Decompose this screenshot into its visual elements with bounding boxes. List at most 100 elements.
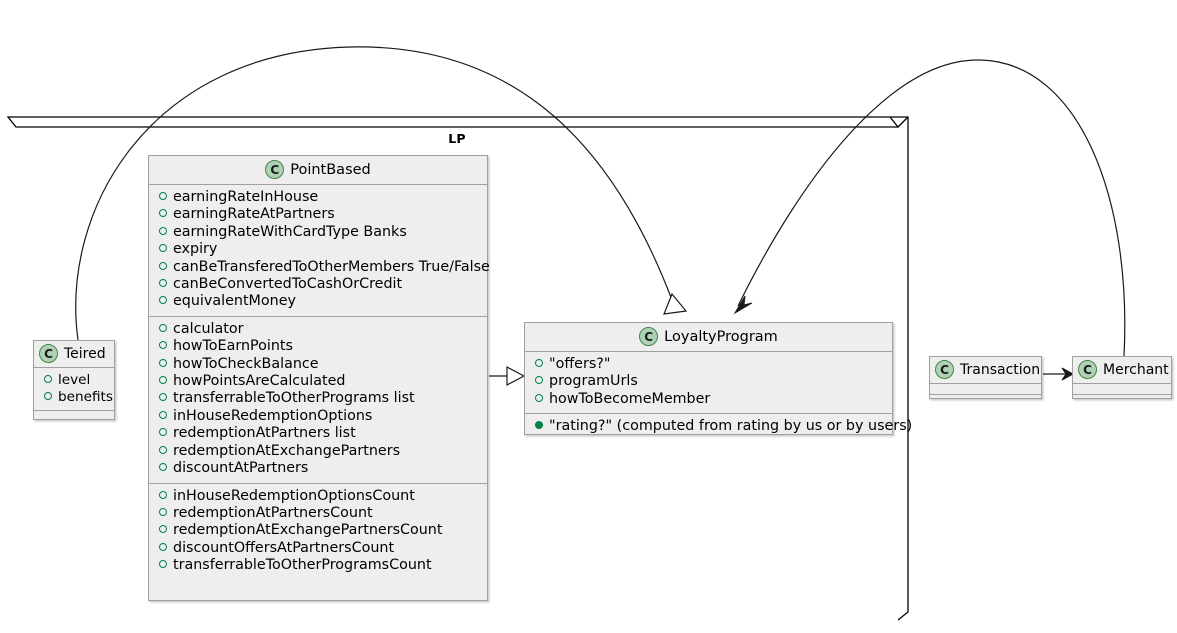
visibility-protected-icon: [159, 463, 167, 472]
member-label: expiry: [173, 241, 218, 258]
class-member: calculator: [155, 321, 481, 338]
member-label: redemptionAtExchangePartnersCount: [173, 522, 443, 539]
visibility-protected-icon: [159, 490, 167, 499]
class-name-transaction: Transaction: [960, 361, 1041, 378]
visibility-protected-icon: [535, 393, 543, 402]
visibility-protected-icon: [159, 209, 167, 218]
visibility-protected-icon: [535, 359, 543, 367]
visibility-protected-icon: [159, 261, 167, 270]
visibility-protected-icon: [159, 542, 167, 551]
member-label: canBeConvertedToCashOrCredit: [173, 276, 403, 293]
class-icon: C: [935, 360, 954, 379]
member-label: benefits: [58, 388, 113, 405]
class-compartment-attributes-empty: [1073, 384, 1171, 395]
class-member: redemptionAtPartnersCount: [155, 505, 481, 522]
class-box-pointbased[interactable]: C PointBased earningRateInHouse earningR…: [148, 155, 490, 601]
class-icon: C: [39, 344, 58, 363]
class-name-merchant: Merchant: [1103, 361, 1169, 378]
class-compartment-methods: "rating?" (computed from rating by us or…: [525, 414, 912, 440]
class-icon: C: [1078, 360, 1097, 379]
member-label: howPointsAreCalculated: [173, 373, 346, 390]
visibility-protected-icon: [535, 376, 543, 385]
member-label: calculator: [173, 320, 244, 337]
class-member: transferrableToOtherPrograms list: [155, 390, 481, 407]
class-member: inHouseRedemptionOptionsCount: [155, 488, 481, 505]
class-member: canBeConvertedToCashOrCredit: [155, 276, 481, 293]
visibility-protected-icon: [159, 296, 167, 305]
class-compartment-methods-empty: [1073, 395, 1171, 406]
visibility-protected-icon: [159, 323, 167, 332]
class-member: benefits: [40, 389, 113, 406]
class-member: inHouseRedemptionOptions: [155, 408, 481, 425]
class-compartment-attributes: level benefits: [34, 368, 114, 411]
visibility-protected-icon: [159, 244, 167, 253]
class-member: expiry: [155, 241, 481, 258]
class-member: howPointsAreCalculated: [155, 373, 481, 390]
class-member: canBeTransferedToOtherMembers True/False: [155, 259, 490, 276]
class-name-pointbased: PointBased: [290, 161, 371, 178]
class-member: programUrls: [531, 373, 886, 390]
package-lp-outline: [6, 116, 909, 621]
class-member: redemptionAtExchangePartners: [155, 443, 481, 460]
class-compartment-attributes: "offers?" programUrls howToBecomeMember: [525, 352, 892, 415]
class-box-transaction[interactable]: C Transaction: [929, 356, 1042, 399]
visibility-protected-icon: [159, 192, 167, 200]
relationship-merchant-to-loyaltyprogram: [733, 59, 1126, 357]
visibility-protected-icon: [44, 375, 52, 383]
class-member: howToBecomeMember: [531, 391, 886, 408]
member-label: inHouseRedemptionOptions: [173, 407, 373, 424]
member-label: earningRateInHouse: [173, 189, 319, 205]
member-label: redemptionAtPartners list: [173, 425, 356, 442]
visibility-protected-icon: [159, 226, 167, 235]
member-label: howToEarnPoints: [173, 338, 293, 355]
visibility-protected-icon: [159, 341, 167, 350]
member-label: discountAtPartners: [173, 460, 309, 477]
class-member: transferrableToOtherProgramsCount: [155, 557, 481, 574]
member-label: transferrableToOtherPrograms list: [173, 390, 415, 407]
member-label: earningRateWithCardType Banks: [173, 223, 407, 240]
member-label: howToCheckBalance: [173, 355, 319, 372]
member-label: equivalentMoney: [173, 293, 296, 310]
class-compartment-methods-empty: [930, 395, 1041, 406]
class-member: redemptionAtExchangePartnersCount: [155, 522, 481, 539]
class-member: "rating?" (computed from rating by us or…: [531, 418, 912, 435]
class-compartment-attributes-empty: [930, 384, 1041, 395]
member-label: "rating?" (computed from rating by us or…: [549, 418, 913, 435]
member-label: level: [58, 372, 91, 388]
class-member: "offers?": [531, 356, 886, 373]
relationship-pointbased-to-loyaltyprogram: [489, 366, 526, 386]
class-box-loyaltyprogram[interactable]: C LoyaltyProgram "offers?" programUrls h…: [524, 322, 912, 435]
class-header-transaction: C Transaction: [930, 357, 1041, 384]
class-member: earningRateInHouse: [155, 189, 481, 206]
class-header-pointbased: C PointBased: [149, 156, 487, 185]
class-member: level: [40, 372, 108, 389]
class-member: earningRateAtPartners: [155, 206, 481, 223]
class-member: redemptionAtPartners list: [155, 425, 481, 442]
visibility-protected-icon: [159, 279, 167, 288]
member-label: howToBecomeMember: [549, 390, 711, 407]
visibility-protected-icon: [159, 560, 167, 569]
member-label: redemptionAtExchangePartners: [173, 442, 401, 459]
relationship-transaction-to-merchant: [1043, 367, 1075, 381]
visibility-protected-icon: [44, 391, 52, 400]
class-box-merchant[interactable]: C Merchant: [1072, 356, 1172, 399]
visibility-protected-icon: [159, 358, 167, 367]
class-box-teired[interactable]: C Teired level benefits: [33, 340, 115, 420]
class-name-teired: Teired: [64, 345, 106, 362]
class-member: discountAtPartners: [155, 460, 481, 477]
class-compartment-methods-empty: [34, 411, 114, 422]
visibility-protected-icon: [159, 393, 167, 402]
member-label: canBeTransferedToOtherMembers True/False: [173, 258, 490, 275]
class-member: howToEarnPoints: [155, 338, 481, 355]
visibility-public-icon: [535, 421, 543, 430]
member-label: programUrls: [549, 373, 638, 390]
class-icon: C: [265, 160, 285, 179]
class-member: discountOffersAtPartnersCount: [155, 540, 481, 557]
class-member: howToCheckBalance: [155, 356, 481, 373]
visibility-protected-icon: [159, 410, 167, 419]
member-label: inHouseRedemptionOptionsCount: [173, 487, 415, 504]
class-member: earningRateWithCardType Banks: [155, 224, 481, 241]
visibility-protected-icon: [159, 507, 167, 516]
class-compartment-attributes: earningRateInHouse earningRateAtPartners…: [149, 185, 490, 317]
visibility-protected-icon: [159, 376, 167, 385]
